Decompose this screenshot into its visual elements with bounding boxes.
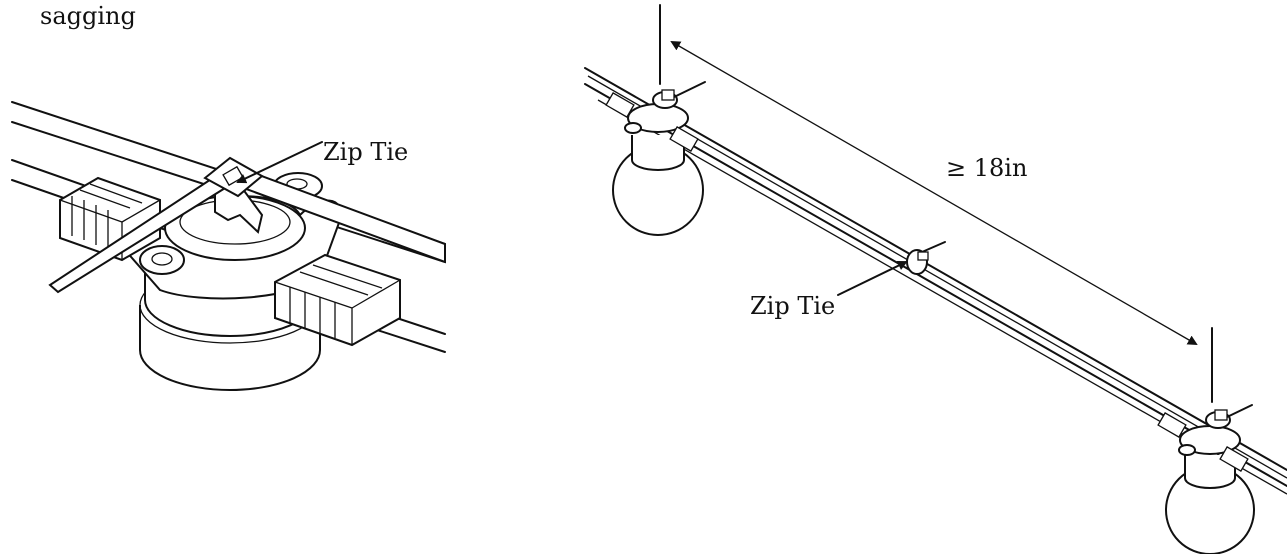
sagging-text-fragment: sagging [40, 2, 136, 30]
bulb-bottom-right [1157, 327, 1255, 554]
string-zip-tie-arrow [837, 260, 908, 296]
closeup-socket-group [11, 101, 446, 391]
bulb-top-left [605, 4, 706, 236]
zip-tie-closeup-label: Zip Tie [323, 138, 409, 166]
string-mid-zip-tie [906, 241, 946, 275]
string-overview-group [584, 4, 1287, 554]
closeup-right-grip [274, 253, 401, 347]
closeup-zip-tie-arrow [236, 141, 323, 184]
spacing-dimension-arrow [670, 41, 1198, 345]
closeup-zip-tie [48, 156, 446, 294]
